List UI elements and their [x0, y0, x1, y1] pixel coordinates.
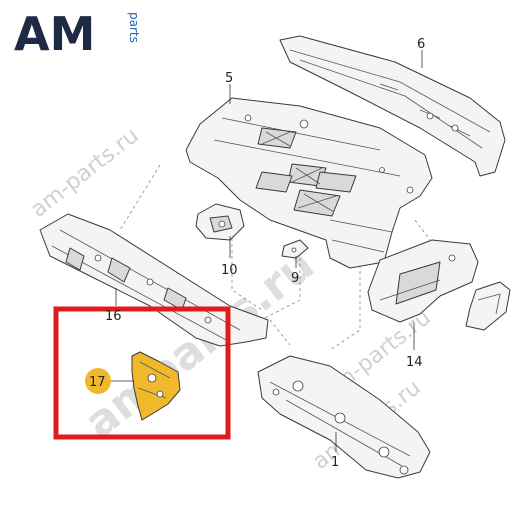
logo: AM parts: [14, 7, 141, 61]
callout-5: 5: [225, 71, 233, 86]
callout-14: 14: [406, 355, 423, 370]
part-1-longitudinal: [257, 355, 431, 479]
part-16-crossmember: [39, 213, 269, 347]
logo-sub: parts: [127, 12, 141, 43]
callout-1: 1: [331, 455, 339, 470]
part-5-parcel-shelf: [185, 97, 433, 269]
callout-16: 16: [105, 309, 122, 324]
callout-10: 10: [221, 263, 238, 278]
part-17-reinforcement: [131, 351, 181, 421]
part-10-bracket: [195, 203, 245, 241]
logo-mark: AM: [14, 7, 95, 61]
leader-lines: [110, 50, 423, 452]
callout-6: 6: [417, 37, 425, 52]
callout-17-badge: [85, 368, 111, 394]
callout-17: 17: [89, 375, 106, 390]
part-6-rear-crossmember: [279, 35, 506, 177]
part-9-plate: [281, 239, 309, 259]
callouts: 6 5 10 9 14 16 1 17: [85, 37, 425, 470]
highlight-frame: [53, 306, 231, 440]
watermark-1: am-parts.ru: [26, 123, 143, 222]
part-small-right-bracket: [465, 281, 511, 331]
part-14-side-bracket: [367, 239, 479, 323]
callout-9: 9: [291, 271, 299, 286]
